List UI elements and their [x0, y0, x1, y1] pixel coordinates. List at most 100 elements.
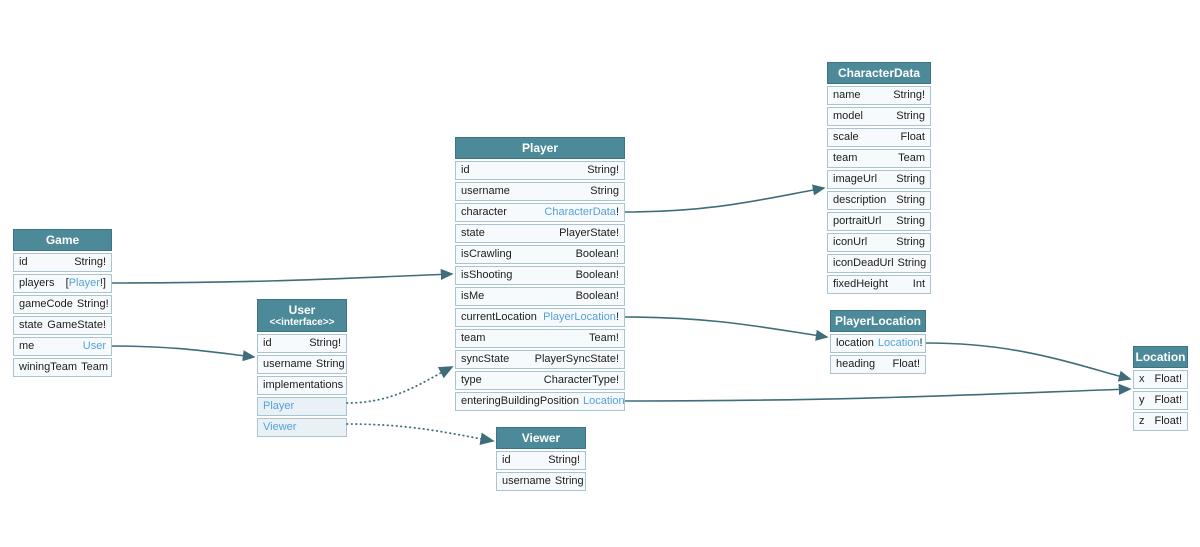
row-location-y[interactable]: y Float!	[1133, 391, 1188, 410]
table-title: User	[288, 303, 316, 317]
type-text: Float!	[892, 358, 920, 370]
field-type: Location!	[878, 337, 923, 350]
field-type: Team!	[589, 332, 619, 345]
implementation-type-link[interactable]: Viewer	[263, 421, 297, 433]
row-player-character[interactable]: character CharacterData!	[455, 203, 625, 222]
type-text: Int	[912, 278, 925, 290]
type-link[interactable]: PlayerLocation	[543, 311, 616, 323]
type-link[interactable]: Location	[583, 395, 625, 407]
table-header-location[interactable]: Location	[1133, 346, 1188, 368]
implementation-type-link[interactable]: Player	[263, 400, 295, 412]
row-player-type[interactable]: type CharacterType!	[455, 371, 625, 390]
field-name: id	[502, 454, 511, 466]
field-name: heading	[836, 358, 876, 370]
row-game-players[interactable]: players[Player!]	[13, 274, 112, 293]
type-text: CharacterType!	[543, 374, 619, 386]
type-text: String	[896, 110, 925, 122]
type-text: Float!	[1154, 394, 1182, 406]
field-name: team	[833, 152, 858, 164]
row-user-player[interactable]: Player	[257, 397, 347, 416]
table-header-user[interactable]: User<<interface>>	[257, 299, 347, 332]
field-name: iconDeadUrl	[833, 257, 894, 269]
field-type: String	[896, 215, 925, 228]
field-name: character	[461, 206, 507, 218]
row-user-implementations[interactable]: implementations	[257, 376, 347, 395]
field-name: fixedHeight	[833, 278, 889, 290]
field-type: String	[896, 173, 925, 186]
field-name: description	[833, 194, 887, 206]
type-text: Float	[900, 131, 925, 143]
row-characterdata-fixedheight[interactable]: fixedHeight Int	[827, 275, 931, 294]
row-playerlocation-heading[interactable]: heading Float!	[830, 355, 926, 374]
type-text: String	[315, 358, 345, 370]
type-text: String	[897, 257, 927, 269]
type-bracket: [	[65, 277, 69, 289]
field-type: Team	[81, 361, 108, 374]
table-header-viewer[interactable]: Viewer	[496, 427, 586, 449]
table-title: Location	[1135, 350, 1186, 364]
table-header-game[interactable]: Game	[13, 229, 112, 251]
field-name: type	[461, 374, 482, 386]
type-link[interactable]: CharacterData	[544, 206, 616, 218]
field-name: username	[502, 475, 551, 487]
field-name: y	[1139, 394, 1145, 406]
row-user-viewer[interactable]: Viewer	[257, 418, 347, 437]
type-suffix: !	[615, 206, 619, 218]
row-characterdata-imageurl[interactable]: imageUrl String	[827, 170, 931, 189]
field-name: enteringBuildingPosition	[461, 395, 580, 407]
edge-player-character-to-characterdata	[624, 184, 826, 213]
table-header-player[interactable]: Player	[455, 137, 625, 159]
edge-game-players-to-player	[111, 268, 454, 284]
edge-user-viewer-implementation	[346, 423, 495, 446]
type-link[interactable]: User	[82, 340, 106, 352]
table-header-characterdata[interactable]: CharacterData	[827, 62, 931, 84]
type-link[interactable]: Player	[68, 277, 100, 289]
type-text: Boolean!	[575, 248, 619, 260]
type-text: PlayerSyncState!	[534, 353, 619, 365]
type-link[interactable]: Location	[877, 337, 920, 349]
field-type: User	[83, 340, 106, 353]
table-header-playerlocation[interactable]: PlayerLocation	[830, 310, 926, 332]
field-type: String!	[77, 298, 109, 311]
field-name: imageUrl	[833, 173, 878, 185]
field-name: id	[461, 164, 470, 176]
